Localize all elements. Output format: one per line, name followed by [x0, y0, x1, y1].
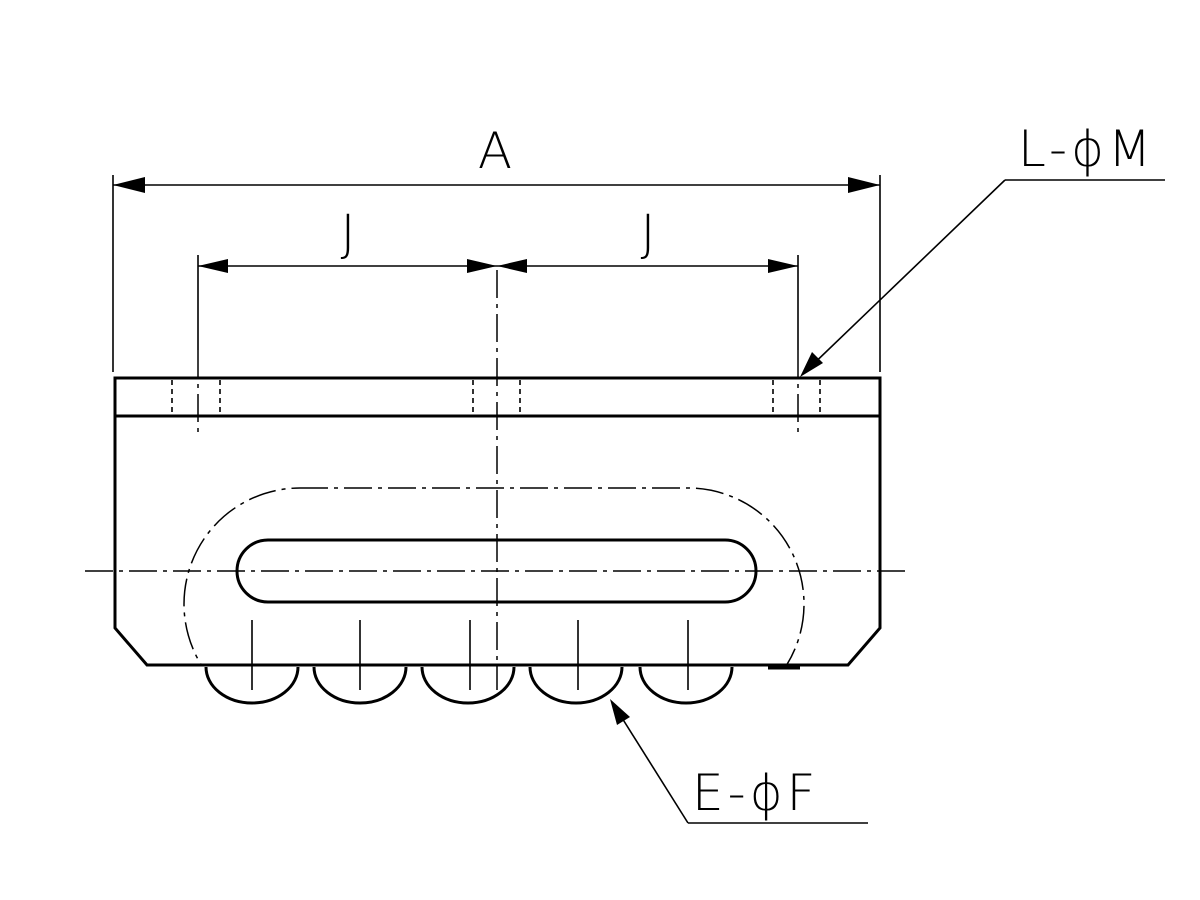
leader-rollers: E-ϕF — [610, 699, 868, 824]
mounting-holes — [171, 350, 821, 436]
roller-center-marks — [251, 620, 689, 690]
roller-1 — [204, 666, 300, 705]
leader-mounting-holes: L-ϕM — [800, 120, 1165, 377]
label-e-phi-f: E-ϕF — [692, 764, 819, 822]
roller-3 — [420, 666, 516, 705]
outer-track-path — [183, 487, 805, 665]
label-j-right: J — [641, 204, 660, 262]
roller-group — [204, 666, 800, 705]
label-j-left: J — [341, 204, 360, 262]
roller-5 — [638, 666, 734, 705]
roller-4 — [528, 666, 624, 705]
dimension-j-left: J — [197, 204, 497, 350]
dimension-a: A — [112, 122, 881, 372]
roller-2 — [312, 666, 408, 705]
body-outline — [113, 376, 882, 667]
label-a: A — [478, 122, 516, 180]
dimension-j-right: J — [497, 204, 799, 350]
label-l-phi-m: L-ϕM — [1018, 120, 1155, 178]
